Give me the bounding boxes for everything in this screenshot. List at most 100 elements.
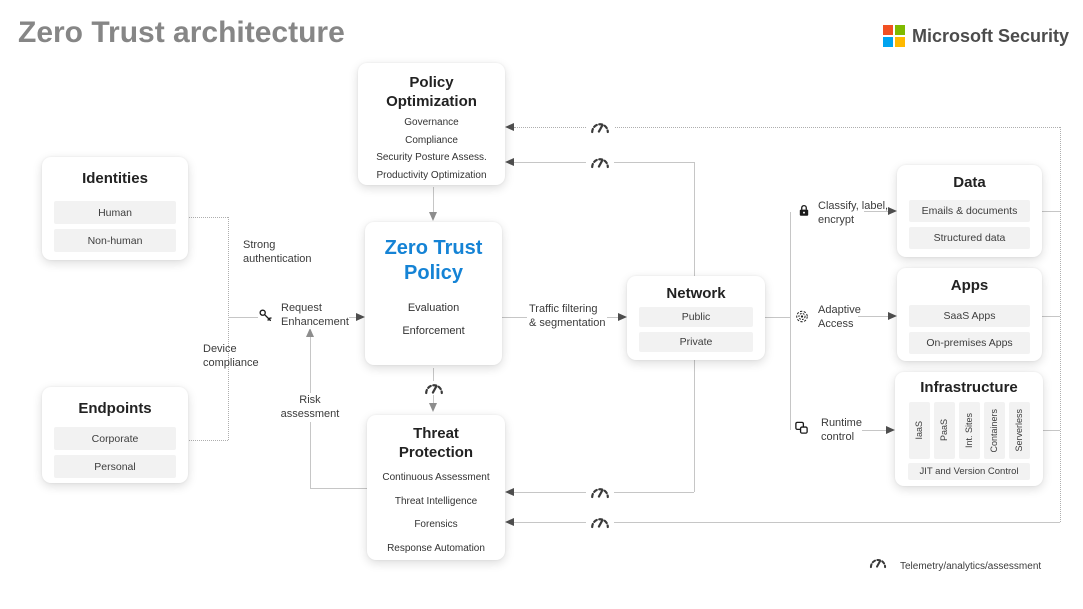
policy-optimization-title: Policy Optimization	[386, 74, 477, 110]
telemetry-legend-label: Telemetry/analytics/assessment	[900, 561, 1042, 572]
request-enhancement-label: Request Enhancement	[281, 302, 349, 329]
request-arrowhead	[356, 313, 365, 321]
runtime-control-label: Runtime control	[821, 417, 862, 443]
infrastructure-item-label: Containers	[989, 408, 999, 453]
threat-protection-card: Threat Protection Continuous Assessment …	[367, 415, 505, 560]
network-bottom-arrowhead	[505, 488, 514, 496]
network-top-arrowhead	[505, 158, 514, 166]
zero-trust-policy-card: Zero Trust Policy Evaluation Enforcement	[365, 222, 502, 365]
network-bottom-vertical	[694, 360, 695, 492]
data-card: Data Emails & documents Structured data	[897, 165, 1042, 257]
network-title: Network	[666, 285, 726, 302]
threat-protection-item: Continuous Assessment	[382, 472, 490, 483]
endpoints-title: Endpoints	[78, 400, 152, 417]
classify-arrow-line	[864, 211, 888, 212]
apps-item-onpremises: On-premises Apps	[909, 332, 1030, 354]
endpoints-item-corporate: Corporate	[54, 427, 176, 450]
traffic-arrowhead	[618, 313, 627, 321]
runtime-control-icon	[794, 420, 809, 440]
policy-optimization-item: Security Posture Assess.	[376, 152, 487, 163]
infrastructure-item-jit: JIT and Version Control	[908, 463, 1030, 480]
branch-vertical-line	[790, 212, 791, 430]
infrastructure-item-iaas: IaaS	[908, 402, 930, 459]
zero-trust-policy-title: Zero Trust Policy	[384, 237, 483, 284]
apps-card: Apps SaaS Apps On-premises Apps	[897, 268, 1042, 361]
telemetry-gauge-icon	[586, 155, 614, 169]
threat-protection-title: Threat Protection	[398, 425, 474, 461]
identities-card: Identities Human Non-human	[42, 157, 188, 260]
request-line-left	[228, 317, 258, 318]
classify-arrowhead	[888, 207, 897, 215]
bottom-feedback-line	[514, 522, 1060, 523]
infrastructure-item-label: Int. Sites	[964, 412, 974, 448]
request-line-right	[349, 317, 356, 318]
runtime-arrow-line	[862, 430, 886, 431]
key-icon	[258, 308, 273, 328]
ms-logo-blue-square	[883, 37, 893, 47]
microsoft-security-brand: Microsoft Security	[883, 25, 1069, 47]
ztp-to-threat-arrowhead	[429, 403, 437, 412]
zero-trust-policy-item: Evaluation	[407, 302, 460, 314]
device-compliance-label: Device compliance	[203, 343, 259, 369]
network-item-public: Public	[639, 307, 753, 327]
infrastructure-item-serverless: Serverless	[1008, 402, 1030, 459]
identities-title: Identities	[82, 170, 148, 187]
microsoft-logo-icon	[883, 25, 905, 47]
identities-item-nonhuman: Non-human	[54, 229, 176, 252]
adaptive-arrowhead	[888, 312, 897, 320]
apps-item-saas: SaaS Apps	[909, 305, 1030, 327]
infrastructure-item-intsites: Int. Sites	[958, 402, 980, 459]
ms-logo-yellow-square	[895, 37, 905, 47]
infrastructure-item-containers: Containers	[983, 402, 1005, 459]
ms-logo-red-square	[883, 25, 893, 35]
traffic-filtering-label: Traffic filtering & segmentation	[527, 303, 608, 330]
infrastructure-title: Infrastructure	[920, 379, 1018, 396]
telemetry-gauge-icon	[420, 381, 448, 395]
network-right-line	[765, 317, 790, 318]
risk-horizontal-line	[310, 488, 367, 489]
adaptive-arrow-line	[858, 316, 888, 317]
fingerprint-icon	[795, 309, 809, 329]
endpoints-item-personal: Personal	[54, 455, 176, 478]
infrastructure-item-label: IaaS	[914, 421, 924, 440]
human-connector-line	[182, 217, 228, 218]
telemetry-gauge-icon	[586, 485, 614, 499]
risk-assessment-label: Risk assessment	[272, 394, 348, 421]
infrastructure-item-label: PaaS	[939, 419, 949, 442]
top-dotted-feedback-line	[514, 127, 1060, 128]
identity-endpoint-vertical-line	[228, 217, 229, 440]
risk-line-upper	[310, 336, 311, 393]
policy-optimization-item: Compliance	[405, 134, 458, 146]
risk-arrowhead	[306, 328, 314, 337]
bottom-feedback-arrowhead	[505, 518, 514, 526]
infrastructure-card: Infrastructure IaaS PaaS Int. Sites Cont…	[895, 372, 1043, 486]
risk-line-lower	[310, 422, 311, 488]
telemetry-gauge-icon	[586, 120, 614, 134]
infra-feedback-connector	[1043, 430, 1060, 431]
zero-trust-policy-item: Enforcement	[402, 325, 465, 337]
threat-protection-item: Threat Intelligence	[394, 495, 478, 507]
network-card: Network Public Private	[627, 276, 765, 360]
data-item-emails: Emails & documents	[909, 200, 1030, 222]
policy-optimization-card: Policy Optimization Governance Complianc…	[358, 63, 505, 185]
infrastructure-item-label: Serverless	[1014, 409, 1024, 452]
runtime-arrowhead	[886, 426, 895, 434]
network-item-private: Private	[639, 332, 753, 352]
policy-to-ztp-arrowhead	[429, 212, 437, 221]
endpoints-card: Endpoints Corporate Personal	[42, 387, 188, 483]
data-item-structured: Structured data	[909, 227, 1030, 249]
apps-title: Apps	[950, 277, 989, 294]
threat-protection-item: Forensics	[414, 519, 458, 530]
policy-to-ztp-line	[433, 187, 434, 212]
policy-optimization-item: Productivity Optimization	[376, 169, 487, 181]
data-feedback-connector	[1042, 211, 1060, 212]
apps-feedback-connector	[1042, 316, 1060, 317]
threat-protection-item: Response Automation	[387, 542, 485, 554]
telemetry-gauge-icon	[868, 556, 888, 574]
identities-item-human: Human	[54, 201, 176, 224]
strong-authentication-label: Strong authentication	[243, 239, 312, 265]
top-dotted-arrowhead	[505, 123, 514, 131]
network-top-vertical	[694, 162, 695, 276]
classify-label-encrypt-label: Classify, label, encrypt	[818, 200, 889, 226]
